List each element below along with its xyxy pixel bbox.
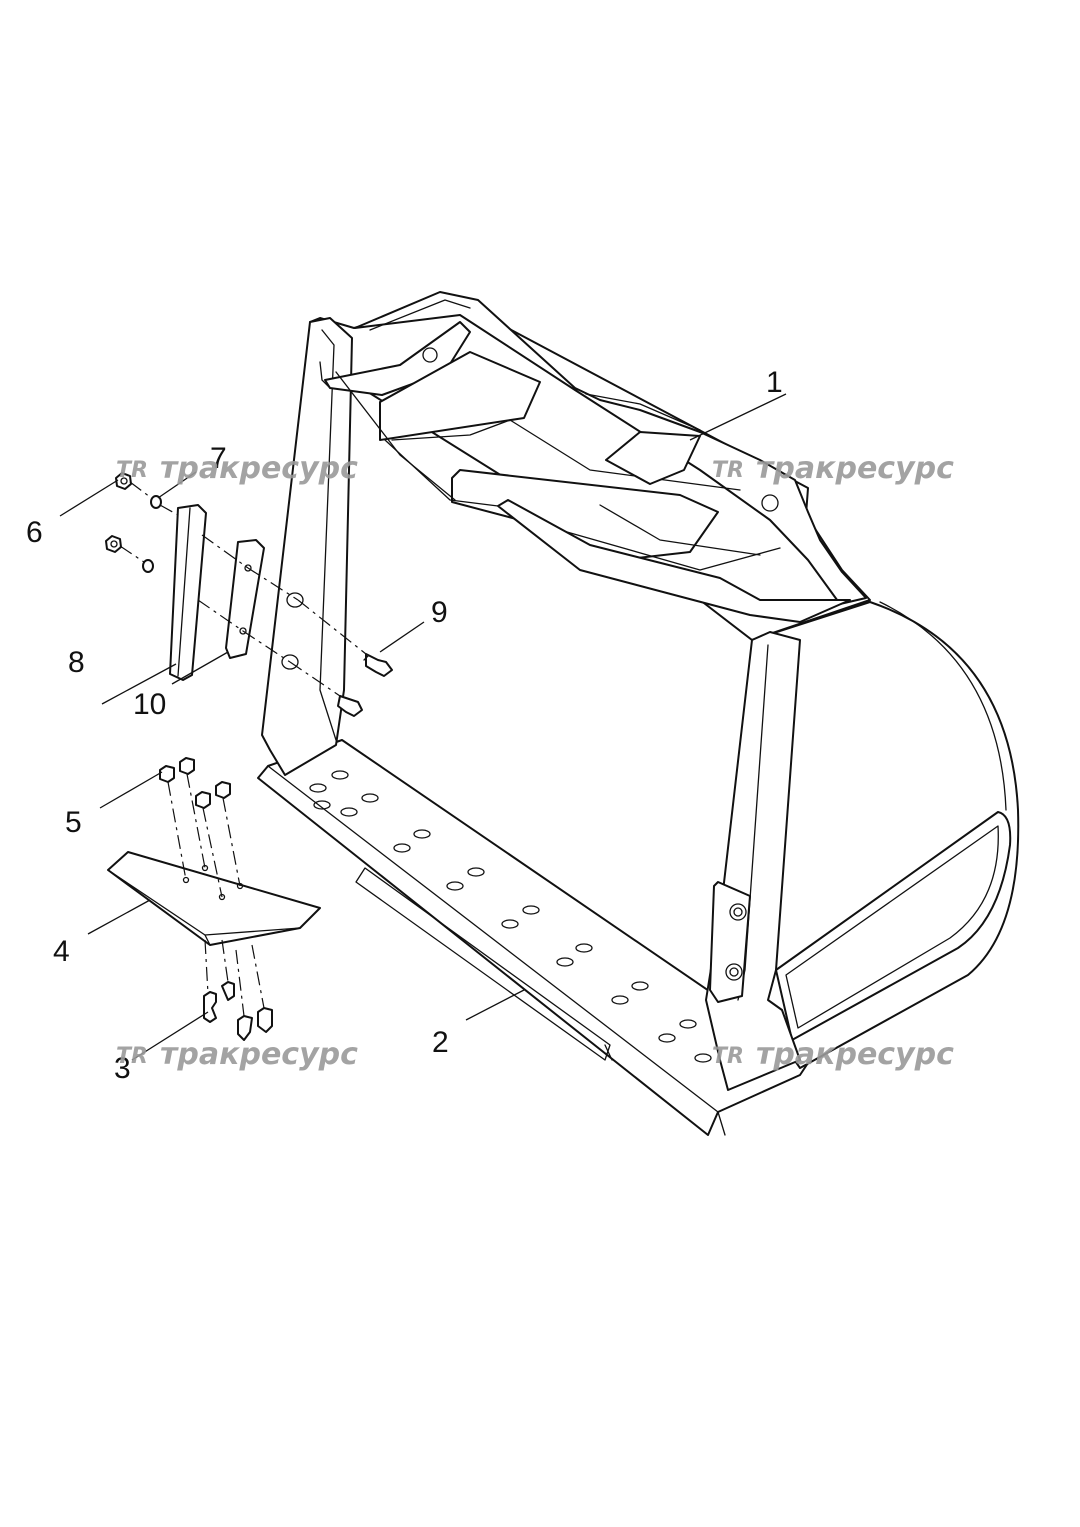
callout-4: 4 — [53, 935, 70, 968]
watermark-bottom-right: TR тракресурс — [712, 1037, 954, 1072]
svg-text:TR: TR — [116, 1044, 148, 1069]
watermark-top-right: TR тракресурс — [712, 451, 954, 486]
lip-bolt-holes — [309, 770, 712, 1063]
leader-lines — [59, 393, 787, 1061]
wear-plate-kit — [107, 757, 321, 1041]
callout-2: 2 — [432, 1026, 449, 1059]
svg-text:тракресурс: тракресурс — [756, 451, 954, 486]
callout-3: 3 — [114, 1052, 131, 1085]
callout-8: 8 — [68, 646, 85, 679]
callout-7: 7 — [210, 442, 227, 475]
callouts: 1 2 3 4 5 6 7 8 9 10 — [26, 366, 783, 1085]
watermark-bottom-left: TR тракресурс — [116, 1037, 358, 1072]
svg-text:TR: TR — [712, 458, 744, 483]
svg-text:тракресурс: тракресурс — [160, 451, 358, 486]
callout-5: 5 — [65, 806, 82, 839]
svg-text:тракресурс: тракресурс — [160, 1037, 358, 1072]
svg-text:TR: TR — [116, 458, 148, 483]
svg-text:тракресурс: тракресурс — [756, 1037, 954, 1072]
callout-1: 1 — [766, 366, 783, 399]
side-cutter-kit — [105, 472, 393, 717]
svg-text:TR: TR — [712, 1044, 744, 1069]
callout-6: 6 — [26, 516, 43, 549]
callout-10: 10 — [133, 688, 166, 721]
bucket-body — [257, 291, 1020, 1136]
watermark-top-left: TR тракресурс — [116, 451, 358, 486]
callout-9: 9 — [431, 596, 448, 629]
